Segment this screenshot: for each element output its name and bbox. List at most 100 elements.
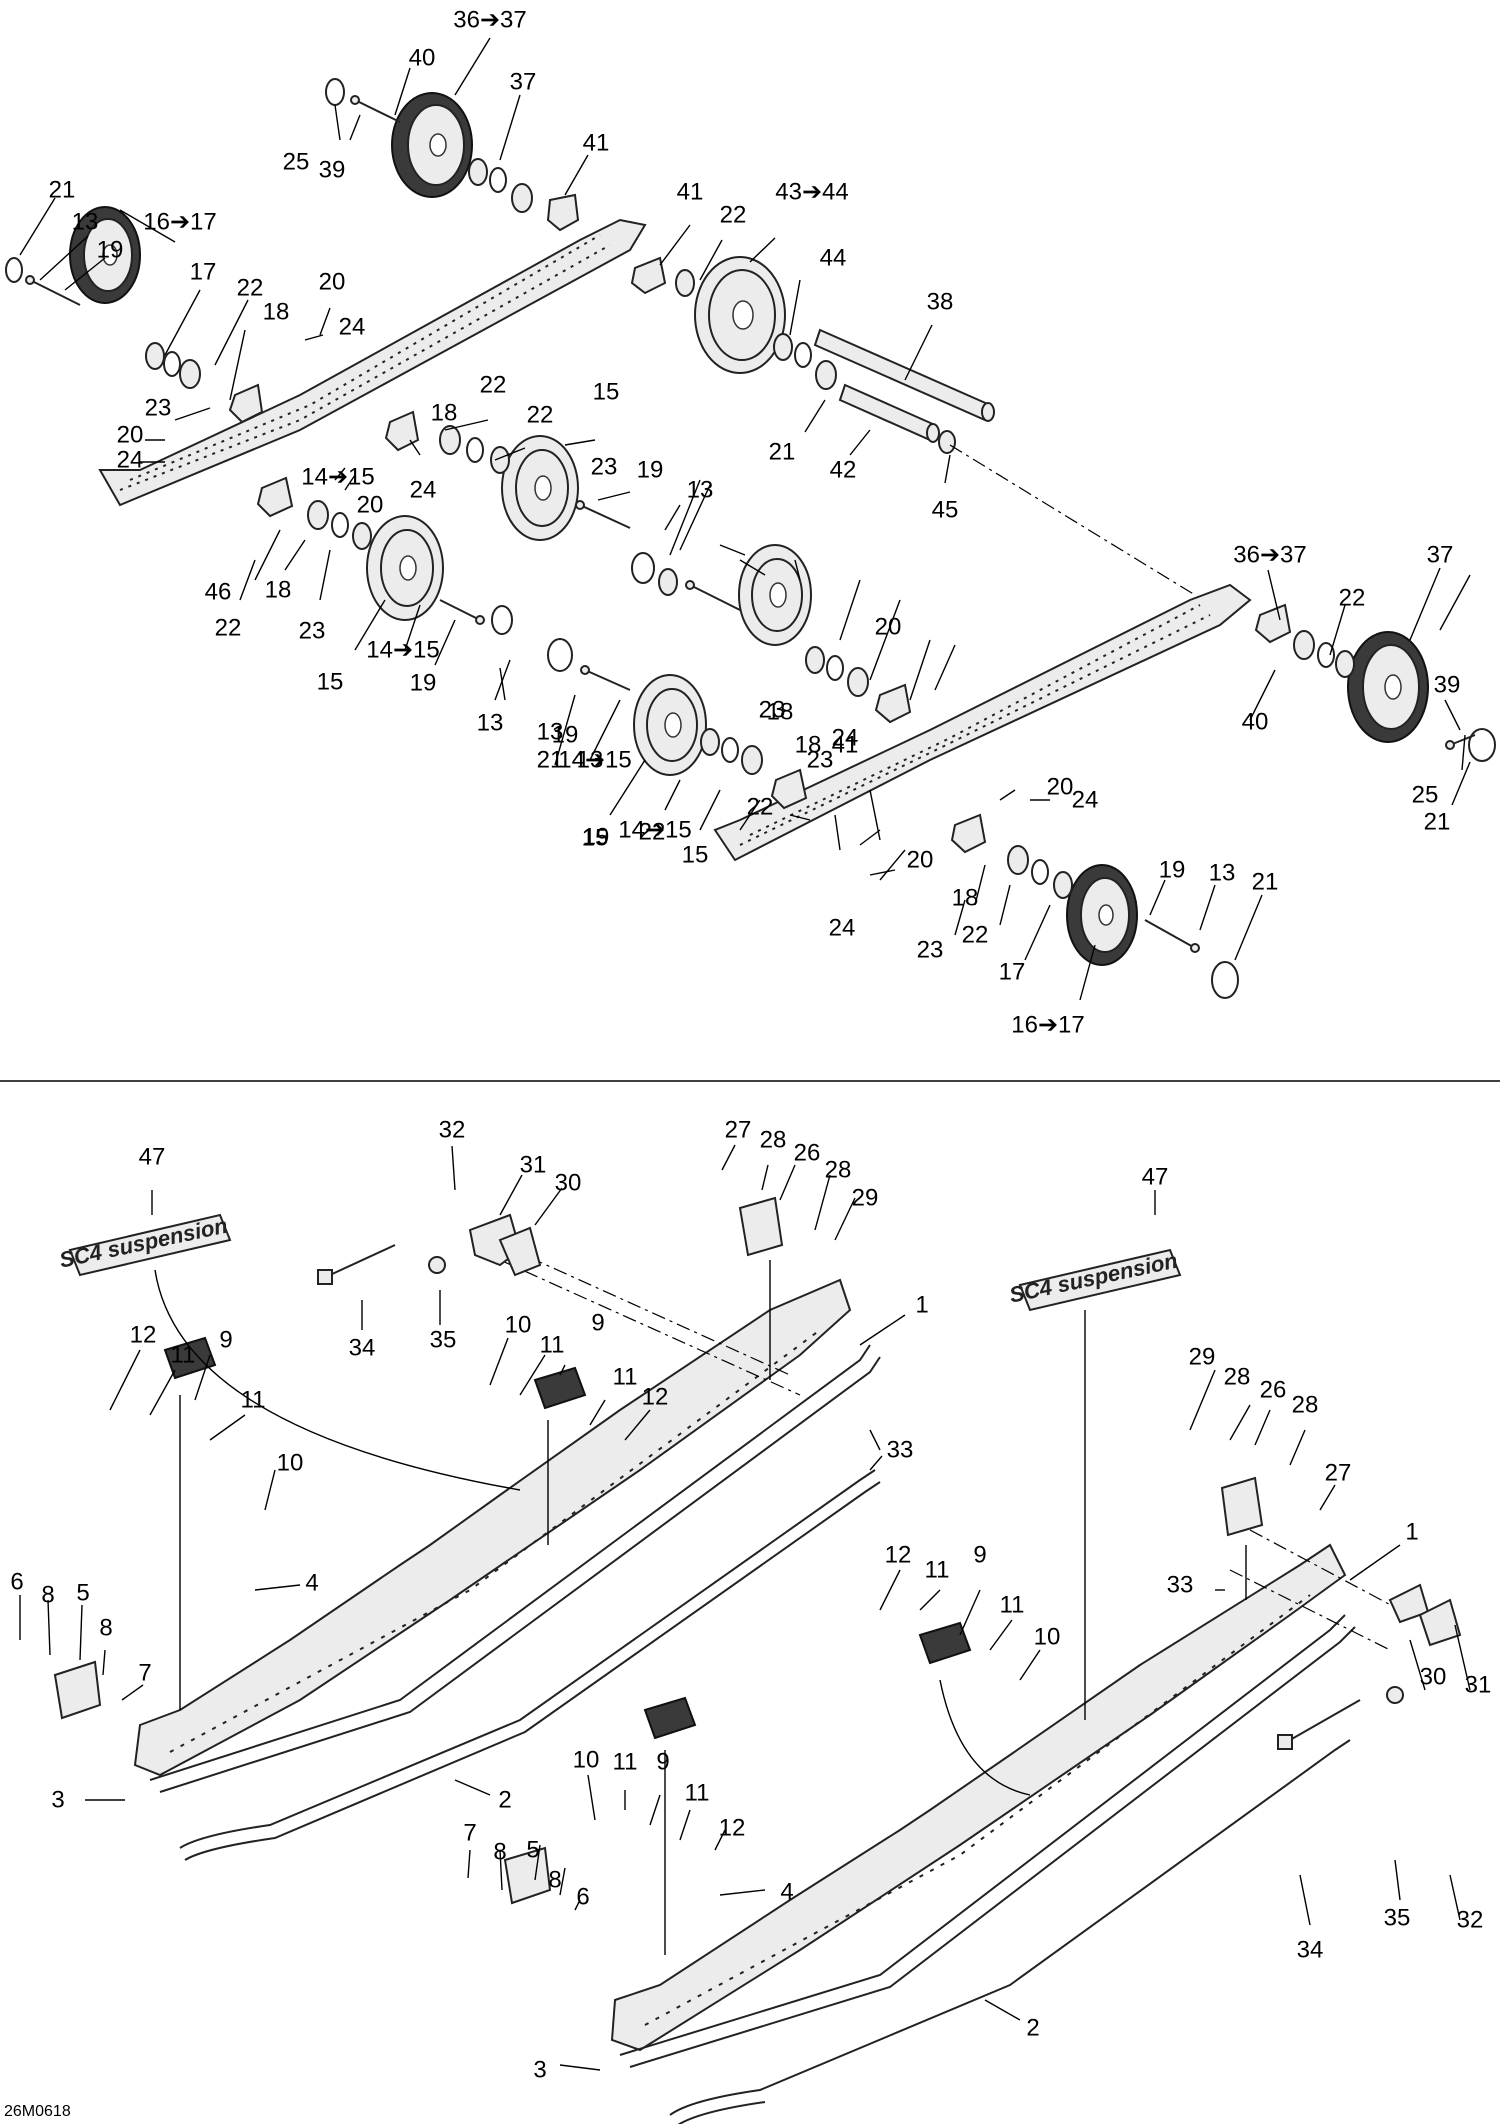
- callout: 26: [794, 1140, 821, 1167]
- callout: 23: [807, 747, 834, 774]
- callout: 11: [613, 1364, 638, 1391]
- callout: 30: [1420, 1664, 1447, 1691]
- callout: 6: [576, 1884, 589, 1911]
- upper-callout-labels: 36➔37 40 37 25 39 41 21 13 16➔17 19 17 2…: [49, 7, 1461, 1039]
- callout: 18: [265, 577, 292, 604]
- callout: 15: [317, 669, 344, 696]
- callout: 16➔17: [143, 209, 217, 236]
- pad-9-d: [643, 1696, 697, 1740]
- callout: 5: [76, 1580, 89, 1607]
- callout: 13: [577, 747, 604, 774]
- callout: 11: [540, 1332, 565, 1359]
- callout: 41: [832, 732, 859, 759]
- callout: 11: [171, 1342, 196, 1369]
- callout: 20: [907, 847, 934, 874]
- callout: 19: [637, 457, 664, 484]
- drawing-code: 26M0618: [4, 2103, 71, 2120]
- callout: 11: [241, 1387, 266, 1414]
- idler-wheel-16: [69, 206, 141, 304]
- callout: 28: [760, 1127, 787, 1154]
- callout: 35: [430, 1327, 457, 1354]
- callout: 18: [431, 400, 458, 427]
- callout: 10: [505, 1312, 532, 1339]
- callout: 22: [747, 794, 774, 821]
- callout: 34: [1297, 1937, 1324, 1964]
- callout: 20: [117, 422, 144, 449]
- callout: 47: [1142, 1164, 1169, 1191]
- callout: 24: [117, 447, 144, 474]
- bolt-34-left: [329, 1244, 396, 1276]
- callout: 11: [925, 1557, 950, 1584]
- callout: 34: [349, 1335, 376, 1362]
- callout: 19: [552, 722, 579, 749]
- callout: 23: [759, 697, 786, 724]
- callout: 1: [915, 1292, 928, 1319]
- runner-left-2: [179, 1469, 876, 1849]
- callout: 22: [527, 402, 554, 429]
- pad-9-b: [163, 1336, 217, 1380]
- callout: 28: [1292, 1392, 1319, 1419]
- callout: 12: [130, 1322, 157, 1349]
- callout: 13: [687, 477, 714, 504]
- callout: 13: [1209, 860, 1236, 887]
- callout: 46: [205, 579, 232, 606]
- callout: 3: [51, 1787, 64, 1814]
- callout: 25: [1412, 782, 1439, 809]
- callout: 9: [591, 1310, 604, 1337]
- lower-callout-labels: 47 32 31 30 27 28 26 28 29 47 34 35 10 1…: [10, 1117, 1491, 2084]
- idler-wheel-43: [694, 256, 786, 374]
- callout: 21: [49, 177, 76, 204]
- callout: 22: [215, 615, 242, 642]
- callout: 10: [573, 1747, 600, 1774]
- callout: 13: [72, 209, 99, 236]
- callout: 2: [498, 1787, 511, 1814]
- callout: 31: [1465, 1672, 1492, 1699]
- callout: 23: [299, 618, 326, 645]
- callout: 33: [887, 1437, 914, 1464]
- callout: 15: [593, 379, 620, 406]
- callout: 10: [1034, 1624, 1061, 1651]
- callout: 22: [1339, 585, 1366, 612]
- callout: 11: [613, 1749, 638, 1776]
- callout: 21: [1424, 809, 1451, 836]
- idler-wheel-14-d: [633, 674, 707, 776]
- callout: 27: [725, 1117, 752, 1144]
- callout: 4: [305, 1570, 318, 1597]
- bolt-34-right: [1289, 1699, 1361, 1741]
- callout: 17: [190, 259, 217, 286]
- callout: 1: [1405, 1519, 1418, 1546]
- callout: 8: [99, 1615, 112, 1642]
- callout: 13: [477, 710, 504, 737]
- idler-wheel-16-right: [1066, 864, 1138, 966]
- callout: 2: [1026, 2015, 1039, 2042]
- callout: 9: [656, 1749, 669, 1776]
- sc4-logo-right: SC4 suspension: [1007, 1248, 1182, 1312]
- callout: 14➔15: [301, 464, 375, 491]
- callout: 36➔37: [1233, 542, 1307, 569]
- callout: 22: [962, 922, 989, 949]
- spacer-45: [838, 383, 937, 442]
- callout: 6: [10, 1569, 23, 1596]
- callout: 22: [720, 202, 747, 229]
- callout: 11: [685, 1780, 710, 1807]
- callout: 32: [439, 1117, 466, 1144]
- callout: 21: [769, 439, 796, 466]
- callout: 22: [237, 275, 264, 302]
- callout: 19: [1159, 857, 1186, 884]
- callout: 47: [139, 1144, 166, 1171]
- callout: 9: [219, 1327, 232, 1354]
- callout: 21: [537, 747, 564, 774]
- callout: 24: [829, 915, 856, 942]
- callout: 41: [583, 130, 610, 157]
- callout: 4: [780, 1879, 793, 1906]
- lower-rail-right: [610, 1543, 1347, 2052]
- cap-5-right: [503, 1846, 552, 1905]
- callout: 18: [952, 885, 979, 912]
- callout: 39: [1434, 672, 1461, 699]
- callout: 30: [555, 1170, 582, 1197]
- callout: 35: [1384, 1905, 1411, 1932]
- callout: 19: [410, 670, 437, 697]
- callout: 37: [510, 69, 537, 96]
- runner-right-1: [619, 1614, 1346, 2056]
- callout: 42: [830, 457, 857, 484]
